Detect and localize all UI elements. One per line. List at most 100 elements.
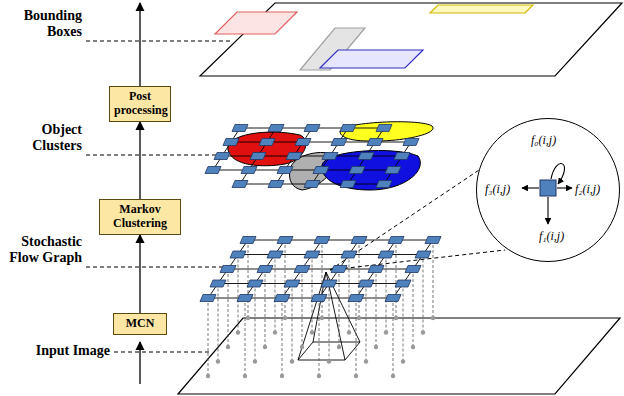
projection-line <box>285 240 286 318</box>
flow-label: f₃(i,j) <box>485 182 510 197</box>
pixel-dot <box>216 359 220 363</box>
pixel-dot <box>354 374 358 378</box>
graph-node <box>368 266 384 273</box>
graph-node <box>341 251 357 258</box>
flow-arrow <box>139 122 140 199</box>
graph-node <box>351 237 367 244</box>
projection-line <box>228 269 229 347</box>
projection-line <box>329 284 330 362</box>
process-box: MCN <box>113 313 167 335</box>
pixel-dot <box>310 330 314 334</box>
projection-line <box>396 240 397 318</box>
graph-node <box>311 295 327 302</box>
pixel-dot <box>337 345 341 349</box>
projection-line <box>423 255 424 333</box>
graph-node <box>205 167 221 174</box>
box-label: Markov Clustering <box>104 203 176 231</box>
projection-line <box>265 269 266 347</box>
pixel-dot <box>300 345 304 349</box>
box-label: Post processing <box>114 90 166 118</box>
projection-line <box>208 298 209 376</box>
pixel-dot <box>317 374 321 378</box>
graph-node <box>237 295 253 302</box>
projection-line <box>248 240 249 318</box>
graph-node <box>294 266 310 273</box>
graph-node <box>340 181 356 188</box>
pixel-dot <box>263 345 267 349</box>
graph-node <box>200 295 216 302</box>
graph-node <box>210 280 226 287</box>
graph-node <box>286 153 302 160</box>
pixel-dot <box>391 374 395 378</box>
pixel-dot <box>280 374 284 378</box>
graph-node <box>214 153 230 160</box>
leader-line <box>86 41 232 42</box>
input-plane <box>178 318 620 394</box>
graph-node <box>247 280 263 287</box>
pixel-dot <box>384 330 388 334</box>
graph-node <box>220 266 236 273</box>
pixel-dot <box>246 316 250 320</box>
graph-node <box>322 153 338 160</box>
graph-node <box>415 251 431 258</box>
projection-line <box>218 284 219 362</box>
inset-leader <box>330 168 482 270</box>
inset-circle: f₀(i,j)f₁(i,j)f₂(i,j)f₃(i,j) <box>476 118 620 262</box>
flow-arrow <box>522 187 539 188</box>
graph-node <box>304 181 320 188</box>
graph-node <box>267 251 283 258</box>
grid-layer <box>200 125 441 379</box>
flow-label: f₁(i,j) <box>539 229 564 244</box>
graph-node <box>304 251 320 258</box>
graph-node <box>358 280 374 287</box>
graph-node <box>394 153 410 160</box>
flow-arrow <box>557 187 572 188</box>
projection-line <box>312 255 313 333</box>
axis-arrow <box>139 342 140 384</box>
box-label: MCN <box>118 317 162 331</box>
flow-arrow <box>547 197 548 224</box>
graph-node <box>321 280 337 287</box>
graph-node <box>395 280 411 287</box>
axis-arrow <box>139 3 140 86</box>
graph-node <box>268 181 284 188</box>
graph-node <box>232 125 248 132</box>
graph-node <box>340 125 356 132</box>
graph-node <box>378 251 394 258</box>
graph-node <box>358 153 374 160</box>
flow-label: f₂(i,j) <box>575 182 600 197</box>
leader-line <box>86 267 232 268</box>
level-label: Input Image <box>0 343 110 359</box>
pixel-dot <box>431 316 435 320</box>
projection-line <box>403 284 404 362</box>
projection-line <box>322 240 323 318</box>
graph-node <box>295 139 311 146</box>
graph-node <box>304 125 320 132</box>
projection-line <box>339 269 340 347</box>
graph-node <box>405 266 421 273</box>
graph-node <box>425 237 441 244</box>
pixel-dot <box>411 345 415 349</box>
blue-box <box>320 50 423 68</box>
projection-line <box>386 255 387 333</box>
projection-line <box>292 284 293 362</box>
process-box: Markov Clustering <box>99 199 181 235</box>
graph-node <box>284 280 300 287</box>
graph-node <box>223 139 239 146</box>
flow-arrow <box>139 235 140 313</box>
projection-line <box>238 255 239 333</box>
pixel-dot <box>273 330 277 334</box>
pixel-dot <box>364 359 368 363</box>
graph-node <box>403 139 419 146</box>
graph-node <box>331 266 347 273</box>
projection-line <box>255 284 256 362</box>
projection-line <box>413 269 414 347</box>
pixel-dot <box>290 359 294 363</box>
level-label: Object Clusters <box>0 122 82 154</box>
process-box: Post processing <box>109 86 171 122</box>
leader-line <box>86 155 226 156</box>
projection-line <box>282 298 283 376</box>
pixel-dot <box>320 316 324 320</box>
projection-line <box>245 298 246 376</box>
